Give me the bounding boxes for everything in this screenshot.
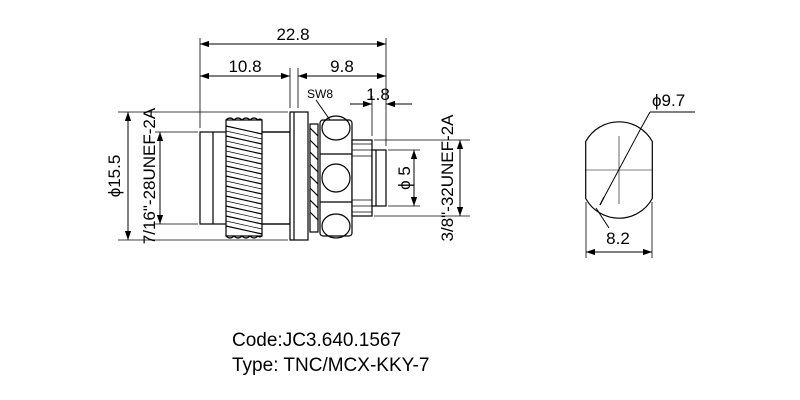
front-threaded-part bbox=[351, 139, 387, 217]
rear-length-label: 10.8 bbox=[228, 57, 261, 76]
cutout-diameter-label: ϕ9.7 bbox=[652, 91, 685, 110]
dimension-lines bbox=[124, 40, 464, 240]
code-label: Code: bbox=[232, 330, 283, 351]
front-length-label: 9.8 bbox=[330, 57, 354, 76]
flange bbox=[289, 111, 309, 241]
panel-cutout-view bbox=[585, 111, 695, 258]
type-label: Type: bbox=[232, 355, 284, 376]
type-line: Type: TNC/MCX-KKY-7 bbox=[232, 355, 429, 377]
code-line: Code:JC3.640.1567 bbox=[232, 330, 401, 352]
code-value: JC3.640.1567 bbox=[282, 330, 402, 351]
pin-diameter-label: ϕ 5 bbox=[395, 166, 414, 190]
type-value: TNC/MCX-KKY-7 bbox=[283, 355, 430, 376]
rear-threaded-body bbox=[199, 117, 291, 239]
overall-length-label: 22.8 bbox=[276, 25, 309, 44]
rear-thread-label: 7/16"-28UNEF-2A bbox=[140, 107, 159, 244]
front-thread-label: 3/8"-32UNEF-2A bbox=[438, 114, 457, 242]
wrench-size-label: SW8 bbox=[307, 87, 333, 101]
side-view bbox=[118, 38, 470, 241]
hex-nut bbox=[309, 115, 353, 239]
flange-offset-label: 1.8 bbox=[366, 85, 390, 104]
cutout-flat-label: 8.2 bbox=[606, 229, 630, 248]
extension-lines bbox=[118, 38, 470, 241]
outer-diameter-label: ϕ15.5 bbox=[105, 155, 124, 198]
